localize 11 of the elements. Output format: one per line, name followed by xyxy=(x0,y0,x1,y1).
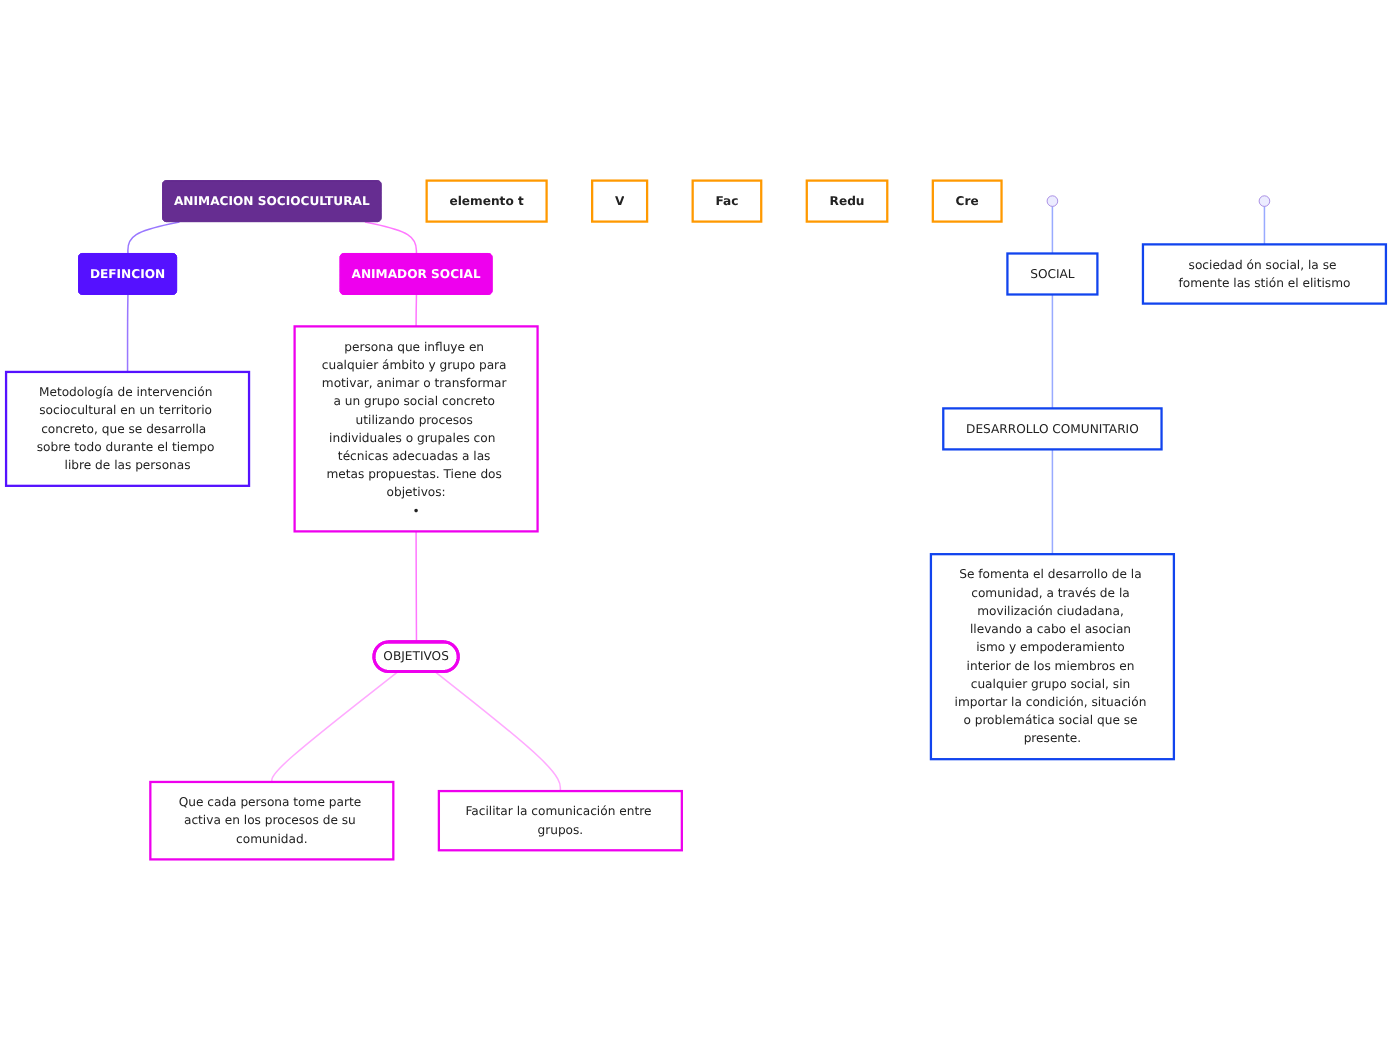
connector xyxy=(415,294,418,328)
connector xyxy=(126,294,129,373)
connector xyxy=(1051,293,1054,410)
connector xyxy=(1051,448,1054,555)
connector xyxy=(127,221,181,255)
connector xyxy=(1051,205,1054,255)
connector xyxy=(415,530,418,643)
connector xyxy=(1263,205,1266,246)
connector xyxy=(434,671,562,792)
connector xyxy=(271,671,399,783)
connector xyxy=(364,221,418,255)
